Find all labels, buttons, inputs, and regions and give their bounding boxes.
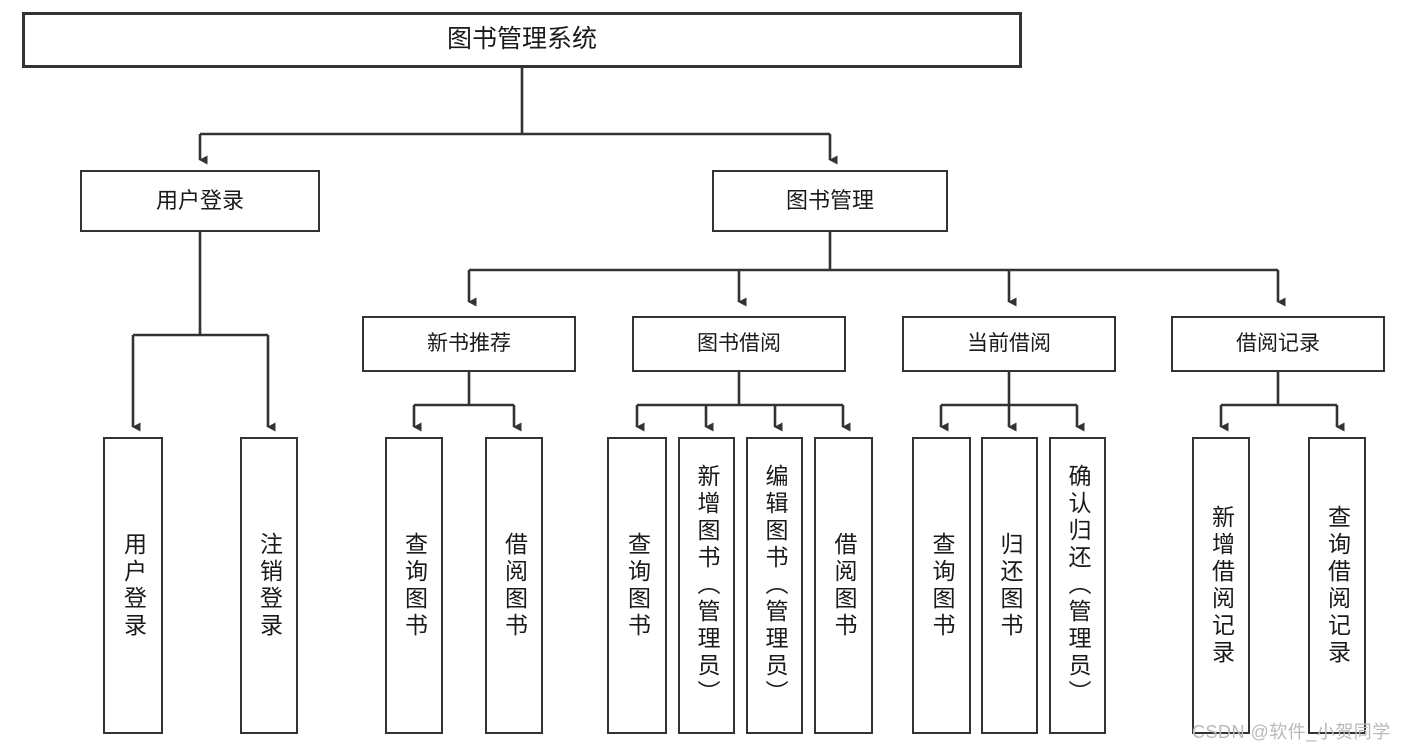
node-label: 查询图书 [929,531,955,640]
node-label: 当前借阅 [967,331,1051,355]
node-label: 编辑图书（管理员） [762,464,788,707]
node-book-management[interactable]: 图书管理 [712,170,948,232]
node-label: 新增图书（管理员） [694,464,720,707]
leaf-user-login[interactable]: 用户登录 [103,437,163,734]
node-label: 查询图书 [401,531,428,640]
node-current-borrow[interactable]: 当前借阅 [902,316,1116,372]
node-label: 借阅图书 [831,531,857,640]
leaf-query-book-recommend[interactable]: 查询图书 [385,437,443,734]
csdn-watermark: CSDN @软件_小贺同学 [1192,722,1391,742]
node-label: 新增借阅记录 [1208,504,1235,667]
leaf-edit-book-admin[interactable]: 编辑图书（管理员） [746,437,803,734]
node-label: 图书管理 [785,188,874,214]
node-label: 用户登录 [120,531,147,640]
leaf-query-borrow-record[interactable]: 查询借阅记录 [1308,437,1366,734]
node-label: 用户登录 [155,188,244,214]
leaf-add-book-admin[interactable]: 新增图书（管理员） [678,437,735,734]
node-label: 查询借阅记录 [1324,504,1351,667]
node-label: 查询图书 [624,531,651,640]
leaf-confirm-return-admin[interactable]: 确认归还（管理员） [1049,437,1106,734]
node-label: 确认归还（管理员） [1065,464,1091,707]
node-user-login[interactable]: 用户登录 [80,170,320,232]
node-label: 归还图书 [997,531,1023,640]
leaf-borrow-book-recommend[interactable]: 借阅图书 [485,437,543,734]
leaf-add-borrow-record[interactable]: 新增借阅记录 [1192,437,1250,734]
node-label: 新书推荐 [427,331,511,355]
node-book-management-system[interactable]: 图书管理系统 [22,12,1022,68]
leaf-logout-login[interactable]: 注销登录 [240,437,298,734]
leaf-borrow-book[interactable]: 借阅图书 [814,437,873,734]
node-label: 注销登录 [256,531,283,640]
leaf-query-book[interactable]: 查询图书 [607,437,667,734]
node-label: 图书借阅 [697,331,781,355]
node-borrow-record[interactable]: 借阅记录 [1171,316,1385,372]
node-new-book-recommend[interactable]: 新书推荐 [362,316,576,372]
node-label: 图书管理系统 [446,25,597,54]
node-book-borrow[interactable]: 图书借阅 [632,316,846,372]
leaf-return-book[interactable]: 归还图书 [981,437,1038,734]
leaf-query-book-current[interactable]: 查询图书 [912,437,971,734]
node-label: 借阅记录 [1236,331,1320,355]
node-label: 借阅图书 [501,531,528,640]
